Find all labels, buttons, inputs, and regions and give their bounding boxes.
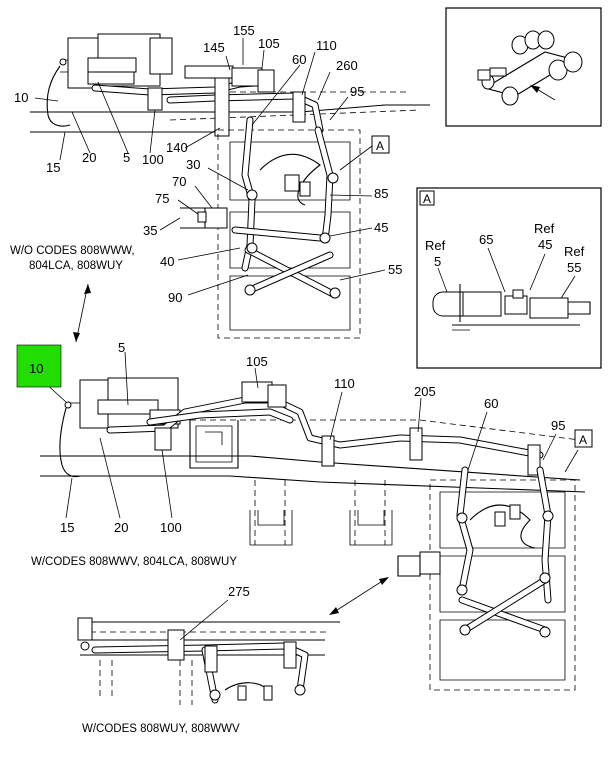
callout-100-mid: 100 [160, 520, 182, 535]
callout-275: 275 [228, 584, 250, 599]
callout-105-mid: 105 [246, 354, 268, 369]
callout-90: 90 [168, 290, 182, 305]
battery-box-top [217, 129, 361, 339]
callout-110: 110 [316, 38, 337, 53]
callout-45: 45 [374, 220, 388, 235]
callout-105: 105 [258, 36, 280, 51]
ref-flag-a-top: A [371, 135, 390, 154]
highlighted-callout-10[interactable]: 10 [16, 344, 62, 388]
vehicle-locator-inset [445, 7, 602, 127]
detail-ref45-label: Ref [534, 221, 555, 236]
callout-55: 55 [388, 262, 402, 277]
starter-motor-top [59, 33, 173, 89]
callout-40: 40 [160, 254, 174, 269]
callout-260: 260 [336, 58, 358, 73]
callout-75: 75 [155, 191, 169, 206]
callout-205-mid: 205 [414, 384, 436, 399]
caption-without-codes-line2: 804LCA, 808WUY [29, 260, 123, 272]
callout-145: 145 [203, 40, 225, 55]
callout-10: 10 [14, 90, 28, 105]
callout-95-mid: 95 [551, 418, 565, 433]
callout-15-mid: 15 [60, 520, 74, 535]
double-arrow-icon-left [73, 283, 91, 343]
callout-155: 155 [233, 23, 255, 38]
callout-30: 30 [186, 157, 200, 172]
detail-ref45-num: 45 [538, 237, 552, 252]
callout-5: 5 [123, 150, 130, 165]
callouts-top: 155 145 105 110 60 260 95 10 140 15 20 5… [14, 23, 402, 305]
double-arrow-icon-right [329, 577, 389, 615]
callout-100: 100 [142, 152, 164, 167]
callout-60-mid: 60 [484, 396, 498, 411]
callout-140: 140 [166, 140, 188, 155]
detail-ref55-num: 55 [567, 260, 581, 275]
detail-ref55-label: Ref [564, 244, 585, 259]
caption-with-codes-mid: W/CODES 808WWV, 804LCA, 808WUY [31, 556, 237, 568]
callout-20-mid: 20 [114, 520, 128, 535]
location-arrow-icon [530, 85, 556, 101]
callout-15: 15 [46, 160, 60, 175]
detail-callout-65: 65 [479, 232, 493, 247]
ref-flag-a-mid: A [574, 429, 593, 448]
callout-60: 60 [292, 52, 306, 67]
callout-110-mid: 110 [334, 376, 355, 391]
callout-85: 85 [374, 186, 388, 201]
bottom-view-assembly [77, 599, 340, 705]
svg-text:A: A [579, 433, 587, 447]
highlight-box[interactable] [16, 344, 62, 388]
middle-view-assembly [40, 351, 586, 691]
detail-a-inset: A Ref 5 65 Ref 45 Ref 55 [416, 187, 602, 369]
callout-35: 35 [143, 223, 157, 238]
callout-20: 20 [82, 150, 96, 165]
detail-ref5-num: 5 [434, 254, 441, 269]
top-view-assembly [30, 33, 430, 339]
caption-with-codes-bottom: W/CODES 808WUY, 808WWV [82, 723, 240, 735]
detail-ref5-label: Ref [425, 238, 446, 253]
caption-without-codes-line1: W/O CODES 808WWW, [10, 245, 135, 257]
callout-70: 70 [172, 174, 186, 189]
callouts-mid: 5 105 110 205 60 95 15 20 100 [60, 340, 565, 535]
callout-5-mid: 5 [118, 340, 125, 355]
truck-chassis-icon [477, 30, 583, 106]
svg-text:A: A [376, 139, 384, 153]
detail-a-letter: A [423, 192, 431, 206]
callout-95: 95 [350, 84, 364, 99]
callout-10-mid[interactable]: 10 [29, 361, 43, 376]
